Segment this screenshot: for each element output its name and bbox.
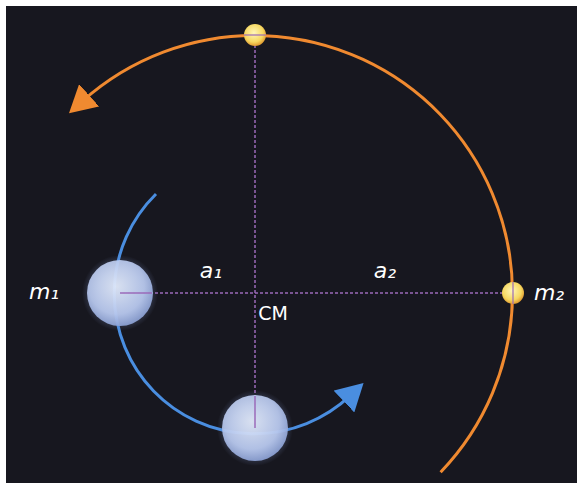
mass-label: m₁ xyxy=(29,281,59,303)
axis-line xyxy=(254,35,256,428)
distance-label: a₁ xyxy=(200,260,222,282)
mass-2 xyxy=(244,24,266,46)
mass-1 xyxy=(222,395,288,461)
mass-1 xyxy=(87,260,153,326)
mass-2 xyxy=(502,282,524,304)
axis-tick xyxy=(120,292,152,294)
background xyxy=(6,6,577,483)
axis-tick xyxy=(254,396,256,428)
distance-label: a₂ xyxy=(374,260,396,282)
center-of-mass-label: CM xyxy=(258,304,288,323)
body-glow xyxy=(217,390,293,466)
axis-tick xyxy=(244,34,266,35)
mass-label: m₂ xyxy=(534,282,564,304)
orbit-m2 xyxy=(82,36,512,473)
body-glow xyxy=(82,255,158,331)
axis-tick xyxy=(512,282,513,304)
axis-line xyxy=(120,292,513,294)
